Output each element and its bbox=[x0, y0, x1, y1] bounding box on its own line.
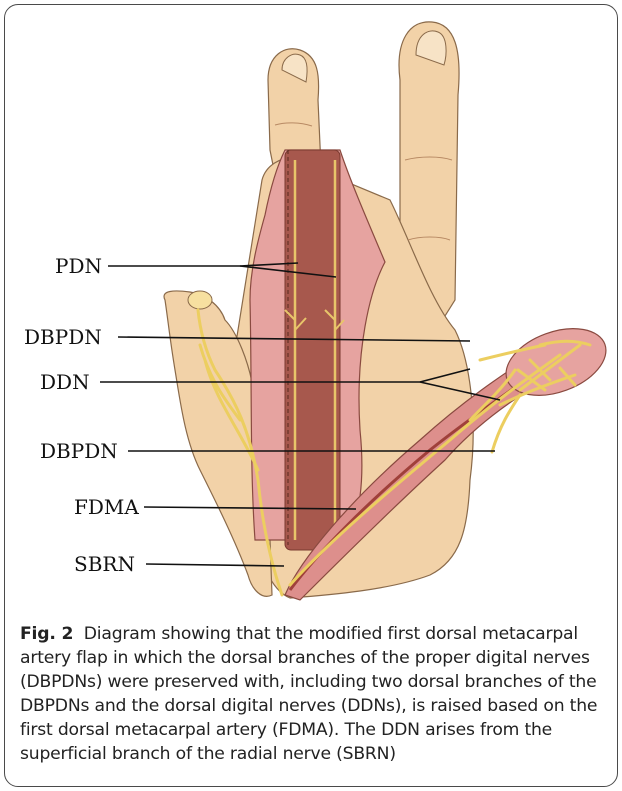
label-fdma: FDMA bbox=[74, 495, 139, 519]
label-pdn: PDN bbox=[55, 254, 102, 278]
caption-text: Diagram showing that the modified first … bbox=[20, 624, 597, 764]
figure-caption: Fig. 2 Diagram showing that the modified… bbox=[20, 622, 610, 766]
hand-illustration: PDN DBPDN DDN DBPDN FDMA SBRN bbox=[0, 0, 622, 615]
flap-deep-bed bbox=[285, 150, 340, 550]
labels: PDN DBPDN DDN DBPDN FDMA SBRN bbox=[24, 254, 139, 576]
label-ddn: DDN bbox=[40, 370, 90, 394]
figure-number: Fig. 2 bbox=[20, 624, 73, 644]
label-dbpdn-upper: DBPDN bbox=[24, 325, 102, 349]
thumb-nail bbox=[188, 291, 212, 309]
label-dbpdn-lower: DBPDN bbox=[40, 439, 118, 463]
label-sbrn: SBRN bbox=[74, 552, 135, 576]
